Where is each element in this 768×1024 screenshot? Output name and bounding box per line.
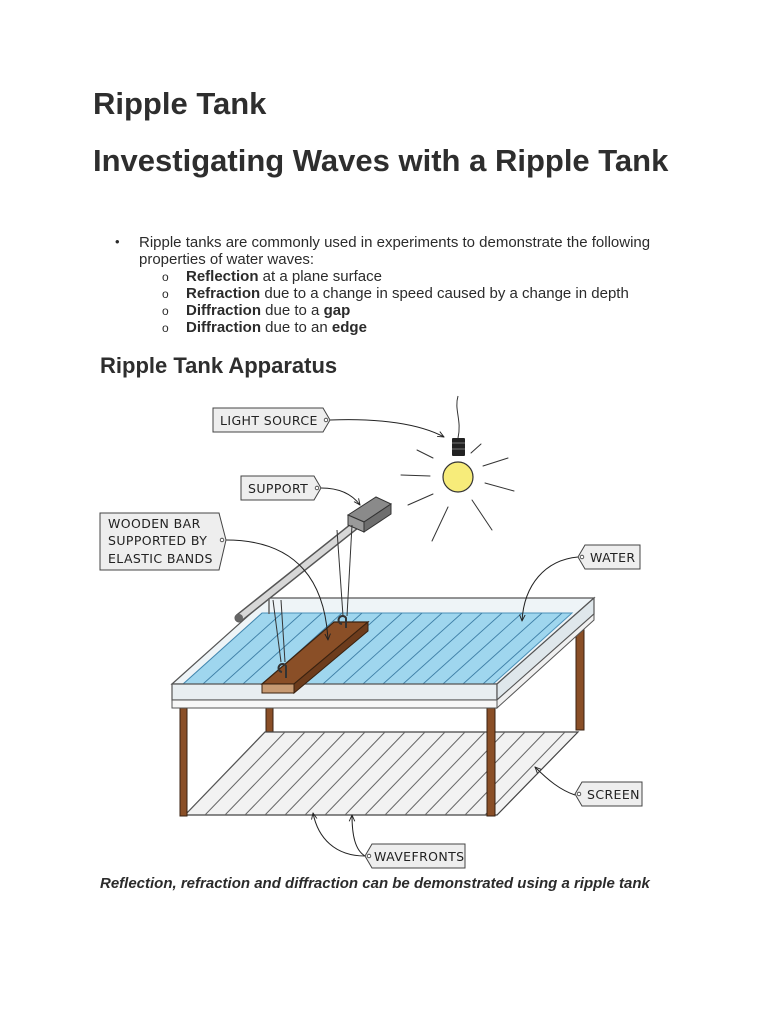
label-wooden-bar-line1: WOODEN BAR — [108, 516, 201, 531]
property-text: due to a change in speed caused by a cha… — [260, 285, 629, 302]
label-screen: SCREEN — [574, 781, 643, 807]
property-emphasis: gap — [323, 302, 351, 319]
property-emphasis: edge — [331, 319, 367, 336]
page-title: Ripple Tank — [93, 86, 267, 121]
label-wavefronts-text: WAVEFRONTS — [374, 849, 465, 864]
property-item: Reflection at a plane surface — [186, 268, 382, 285]
property-item: Diffraction due to a gap — [186, 302, 350, 319]
wooden-bar — [260, 620, 370, 695]
apparatus-heading: Ripple Tank Apparatus — [100, 353, 338, 378]
screen-surface — [183, 731, 580, 816]
leader-arrows — [225, 419, 579, 857]
property-term: Refraction — [186, 285, 261, 302]
bullet-marker: • — [115, 234, 120, 249]
sub-bullet-marker: o — [162, 321, 169, 335]
label-water-text: WATER — [590, 550, 635, 565]
label-wavefronts: WAVEFRONTS — [364, 843, 466, 869]
property-item: Diffraction due to an edge — [186, 319, 367, 336]
property-term: Diffraction — [186, 319, 261, 336]
sub-bullet-marker: o — [162, 304, 169, 318]
support-rod — [234, 496, 393, 623]
sub-bullet-marker: o — [162, 270, 169, 284]
property-text: due to a — [261, 302, 324, 319]
property-text: due to an — [261, 319, 332, 336]
property-term: Diffraction — [186, 302, 261, 319]
property-item: Refraction due to a change in speed caus… — [186, 285, 629, 302]
ripple-tank-diagram: LIGHT SOURCE SUPPORT WOODEN BAR SUPPORTE… — [99, 395, 643, 869]
light-bulb-icon — [400, 395, 515, 542]
label-light-source: LIGHT SOURCE — [212, 407, 331, 433]
label-wooden-bar-line3: ELASTIC BANDS — [108, 551, 213, 566]
section-heading: Investigating Waves with a Ripple Tank — [93, 143, 669, 178]
ripple-tank — [170, 596, 596, 710]
label-water: WATER — [577, 544, 641, 570]
table-leg-front-right — [486, 705, 496, 817]
figure-caption: Reflection, refraction and diffraction c… — [100, 875, 650, 892]
label-wooden-bar: WOODEN BAR SUPPORTED BY ELASTIC BANDS — [99, 512, 227, 571]
label-light-source-text: LIGHT SOURCE — [220, 413, 318, 428]
property-term: Reflection — [186, 268, 259, 285]
elastic-bands — [272, 524, 353, 678]
label-wooden-bar-line2: SUPPORTED BY — [108, 533, 207, 548]
table-leg-front-left — [179, 705, 188, 817]
sub-bullet-marker: o — [162, 287, 169, 301]
label-support-text: SUPPORT — [248, 481, 308, 496]
label-screen-text: SCREEN — [587, 787, 640, 802]
property-text: at a plane surface — [258, 268, 382, 285]
label-support: SUPPORT — [240, 475, 322, 501]
intro-text: Ripple tanks are commonly used in experi… — [139, 234, 651, 268]
